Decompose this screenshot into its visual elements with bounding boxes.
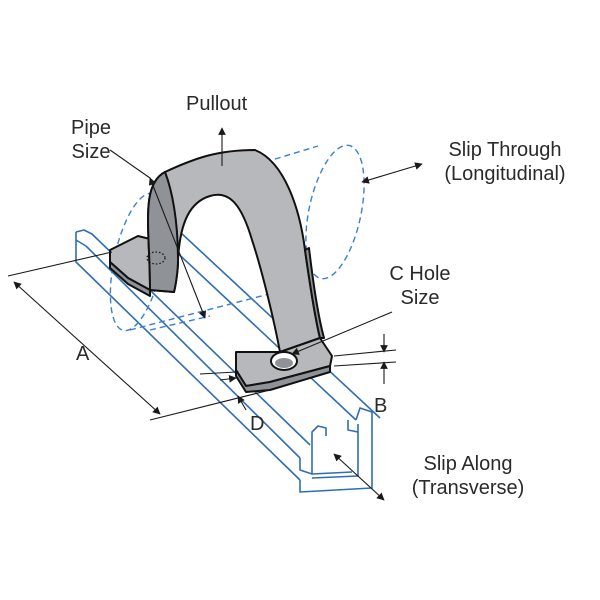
slip-along-label: Slip Along (Transverse) (388, 452, 548, 500)
slip-along-arrow (333, 453, 385, 501)
dim-d-label: D (250, 413, 265, 435)
c-hole-leader (291, 311, 393, 355)
slip-along-line-1: Slip Along (423, 453, 513, 475)
slip-through-line-1: Slip Through (448, 139, 562, 161)
dim-a-label: A (76, 343, 90, 365)
pullout-label: Pullout (186, 93, 248, 115)
dim-b-ext-top (333, 349, 397, 357)
pipe-size-leader (109, 149, 151, 179)
dim-a-line (13, 281, 161, 415)
slip-through-arrow (361, 162, 423, 184)
pipe-size-arrow (148, 177, 207, 319)
slip-through-label: Slip Through (Longitudinal) (420, 138, 590, 186)
dimension-lines (7, 127, 423, 501)
dim-d-arrow-left (219, 375, 237, 383)
dim-b-label: B (374, 395, 388, 417)
c-hole-size-label: C Hole Size (380, 262, 460, 310)
slip-through-line-2: (Longitudinal) (444, 163, 566, 185)
c-hole-size-line-2: Size (400, 287, 440, 309)
slip-along-line-2: (Transverse) (411, 477, 525, 499)
pipe-size-line-1: Pipe (70, 117, 112, 139)
dim-b-ext-bottom (333, 361, 397, 367)
c-hole-size-line-1: C Hole (389, 263, 451, 285)
pipe-size-label: Pipe Size (56, 116, 126, 164)
dim-d-arrow-right (237, 395, 247, 411)
pipe-size-line-2: Size (71, 141, 111, 163)
dim-a-ext-top (7, 251, 113, 277)
dim-a-ext-bottom (149, 389, 271, 421)
dim-d-ext (199, 371, 237, 375)
